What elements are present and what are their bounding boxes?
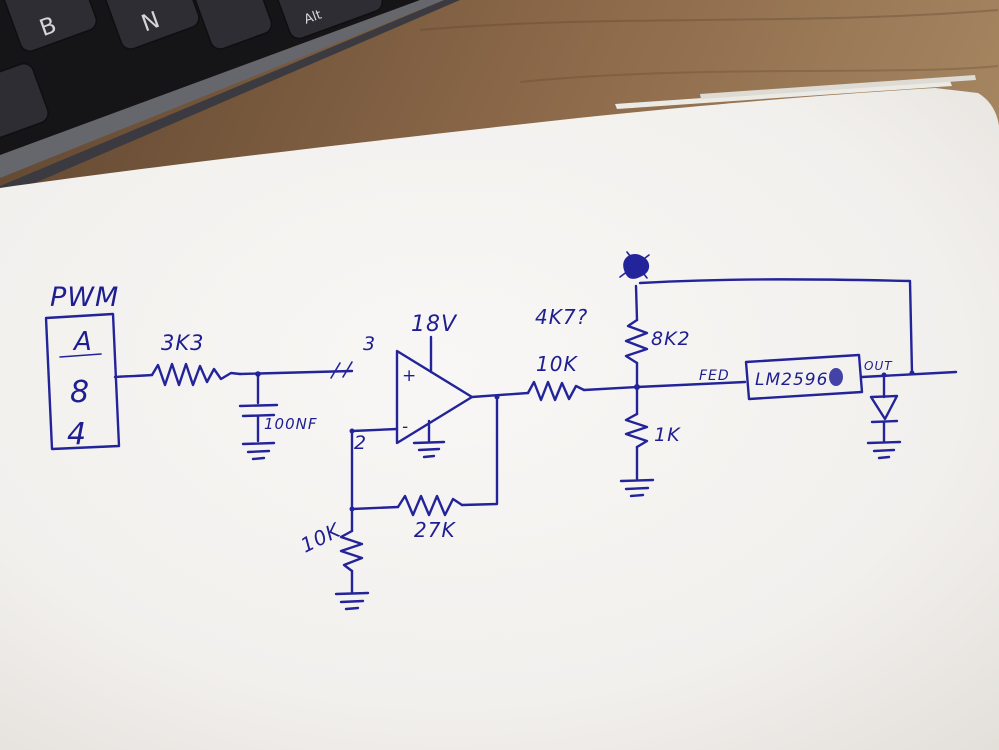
keycap — [0, 62, 49, 144]
keycap-alt: Alt — [273, 0, 384, 40]
pwm-box — [44, 312, 121, 451]
resistor-10k-series — [526, 380, 586, 402]
wood-grain — [419, 9, 999, 31]
resistor-1k — [624, 412, 649, 449]
ic-box — [744, 353, 864, 401]
wire-opamp-output — [470, 391, 530, 399]
wire — [582, 385, 639, 392]
opamp-plus-sign: + — [402, 366, 417, 386]
keycap — [1, 0, 98, 52]
pwm-title: PWM — [50, 282, 119, 313]
ground-symbol — [866, 440, 902, 460]
ground-symbol — [619, 478, 655, 498]
pwm-pin-a: A — [72, 327, 93, 357]
resistor-10k-series-label: 10K — [536, 352, 578, 376]
keycap — [102, 0, 200, 50]
node-dot — [349, 428, 355, 434]
top-rail-wire — [638, 278, 914, 375]
ground-symbol — [412, 440, 446, 459]
wire-tick-marks — [330, 361, 353, 379]
diode-triangle — [869, 394, 899, 421]
keyboard-edge — [0, 0, 460, 198]
scribble-strokes — [619, 251, 650, 279]
resistor-27k — [396, 494, 464, 517]
capacitor-100nf — [238, 371, 279, 443]
pwm-pin-8: 8 — [70, 375, 90, 410]
wire-output — [860, 370, 958, 379]
ground-symbol — [334, 591, 370, 611]
opamp-pin2-label: 2 — [354, 432, 367, 454]
keycap-b: B — [1, 0, 98, 52]
keycap-partial — [0, 62, 49, 144]
wire-feedback-up — [460, 397, 499, 507]
scribble-over-text — [829, 368, 843, 386]
keyboard: B N Alt — [0, 0, 460, 198]
capacitor-label: 100NF — [264, 415, 317, 433]
pwm-divider-line — [59, 353, 102, 358]
keycap — [273, 0, 384, 40]
wire-to-ic — [635, 380, 747, 389]
keyboard-edge — [0, 0, 444, 178]
wood-grain — [519, 65, 999, 83]
keycap-label: Alt — [302, 8, 324, 28]
resistor-1k-label: 1K — [654, 424, 681, 446]
keycap-partial — [193, 0, 273, 50]
resistor-27k-label: 27K — [414, 518, 456, 542]
ic-name-label: LM2596 — [755, 370, 828, 390]
resistor-10k-ground — [339, 529, 364, 573]
resistor-8k2-label: 8K2 — [651, 328, 691, 350]
paper-stack-edge — [700, 75, 976, 99]
opamp-triangle — [395, 349, 474, 445]
ic-output-pin-label: OUT — [864, 359, 893, 373]
opamp-pin3-label: 3 — [363, 333, 376, 355]
pwm-pin-4: 4 — [67, 417, 87, 452]
paper-stack-edge — [615, 81, 952, 109]
keyboard-base — [0, 0, 420, 155]
resistor-3k3 — [150, 362, 242, 387]
paper — [0, 88, 999, 750]
wire-feedback — [350, 505, 400, 511]
resistor-question-label: 4K7? — [535, 305, 588, 329]
resistor-8k2 — [624, 318, 649, 365]
keycap — [193, 0, 273, 50]
diode-cathode-bar — [870, 419, 899, 443]
supply-label: 18V — [411, 312, 458, 337]
ic-input-pin-label: FED — [699, 368, 730, 384]
resistor-3k3-label: 3K3 — [161, 331, 205, 355]
opamp-minus-sign: - — [402, 417, 409, 437]
circuit-drawing: PWM A 8 4 3K3 100NF 3 2 + - 18V 27K — [44, 251, 958, 611]
wire — [634, 284, 639, 322]
keycap-n: N — [102, 0, 200, 50]
ground-symbol — [241, 441, 276, 461]
wire-input — [113, 373, 154, 379]
